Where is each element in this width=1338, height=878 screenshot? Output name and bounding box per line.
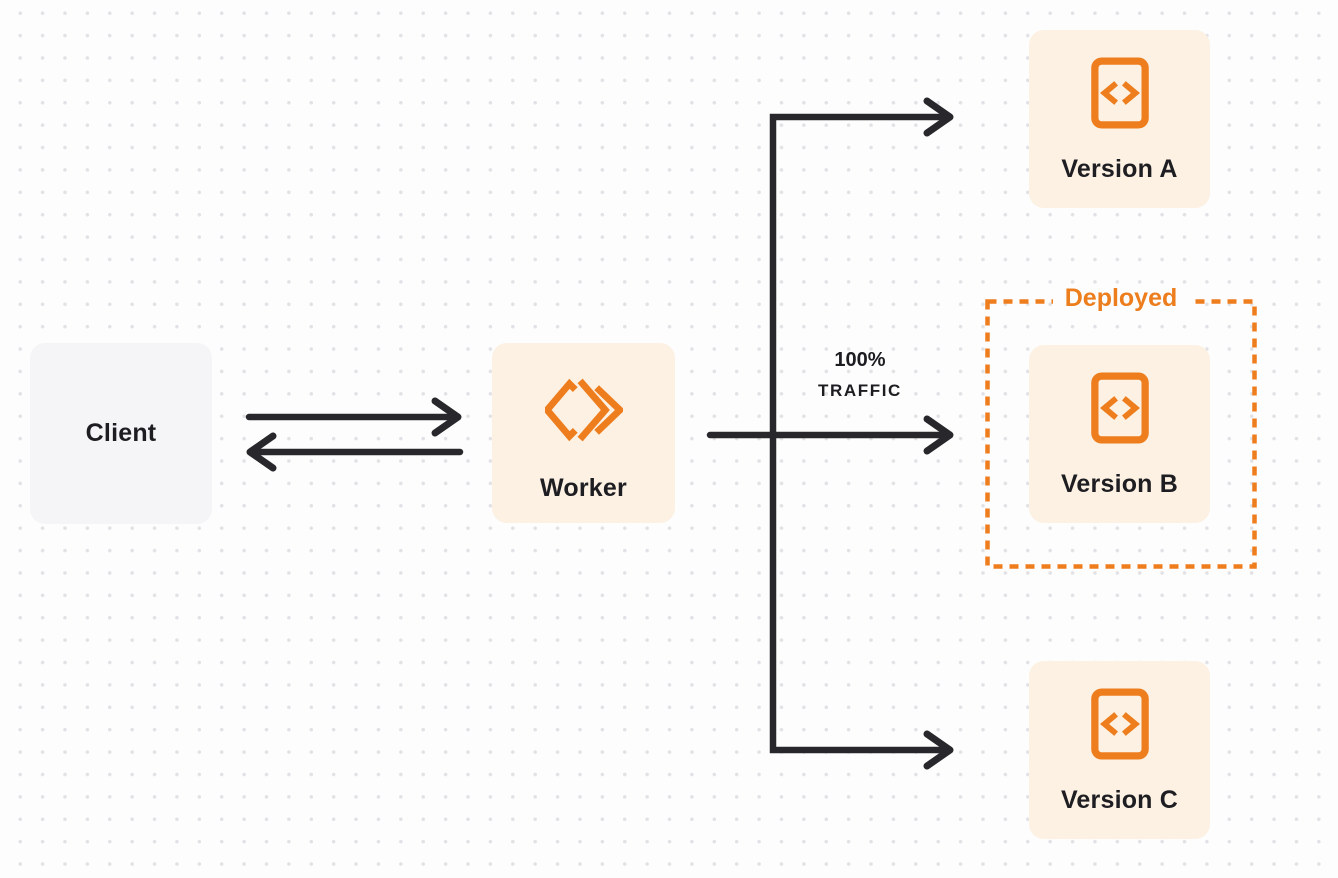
traffic-annotation: 100% TRAFFIC xyxy=(785,349,935,401)
arrowhead-to-version-a xyxy=(923,97,954,137)
worker-node: Worker xyxy=(492,343,675,523)
version-a-node: Version A xyxy=(1029,30,1210,208)
version-c-node: Version C xyxy=(1029,661,1210,839)
client-label: Client xyxy=(85,419,157,447)
version-a-label: Version A xyxy=(1061,155,1178,183)
code-file-icon xyxy=(1090,688,1149,760)
arrow-client-to-worker xyxy=(245,397,462,437)
traffic-word-text: TRAFFIC xyxy=(818,381,902,400)
code-file-icon xyxy=(1090,372,1149,444)
arrowhead-to-version-b xyxy=(923,415,954,455)
arrowhead-to-version-c xyxy=(923,730,954,770)
code-file-icon xyxy=(1090,57,1149,129)
version-c-label: Version C xyxy=(1060,786,1179,814)
traffic-percent-text: 100% xyxy=(834,349,886,371)
version-b-label: Version B xyxy=(1060,470,1179,498)
cloudflare-workers-logo-icon xyxy=(542,377,625,443)
deployed-label: Deployed xyxy=(985,284,1257,313)
deployed-group: Deployed xyxy=(985,284,1257,569)
worker-label: Worker xyxy=(540,474,627,502)
client-node: Client xyxy=(30,343,212,524)
arrow-worker-to-client xyxy=(246,432,464,472)
connector-worker-to-versions xyxy=(706,113,946,754)
version-b-node: Version B xyxy=(1029,345,1210,523)
